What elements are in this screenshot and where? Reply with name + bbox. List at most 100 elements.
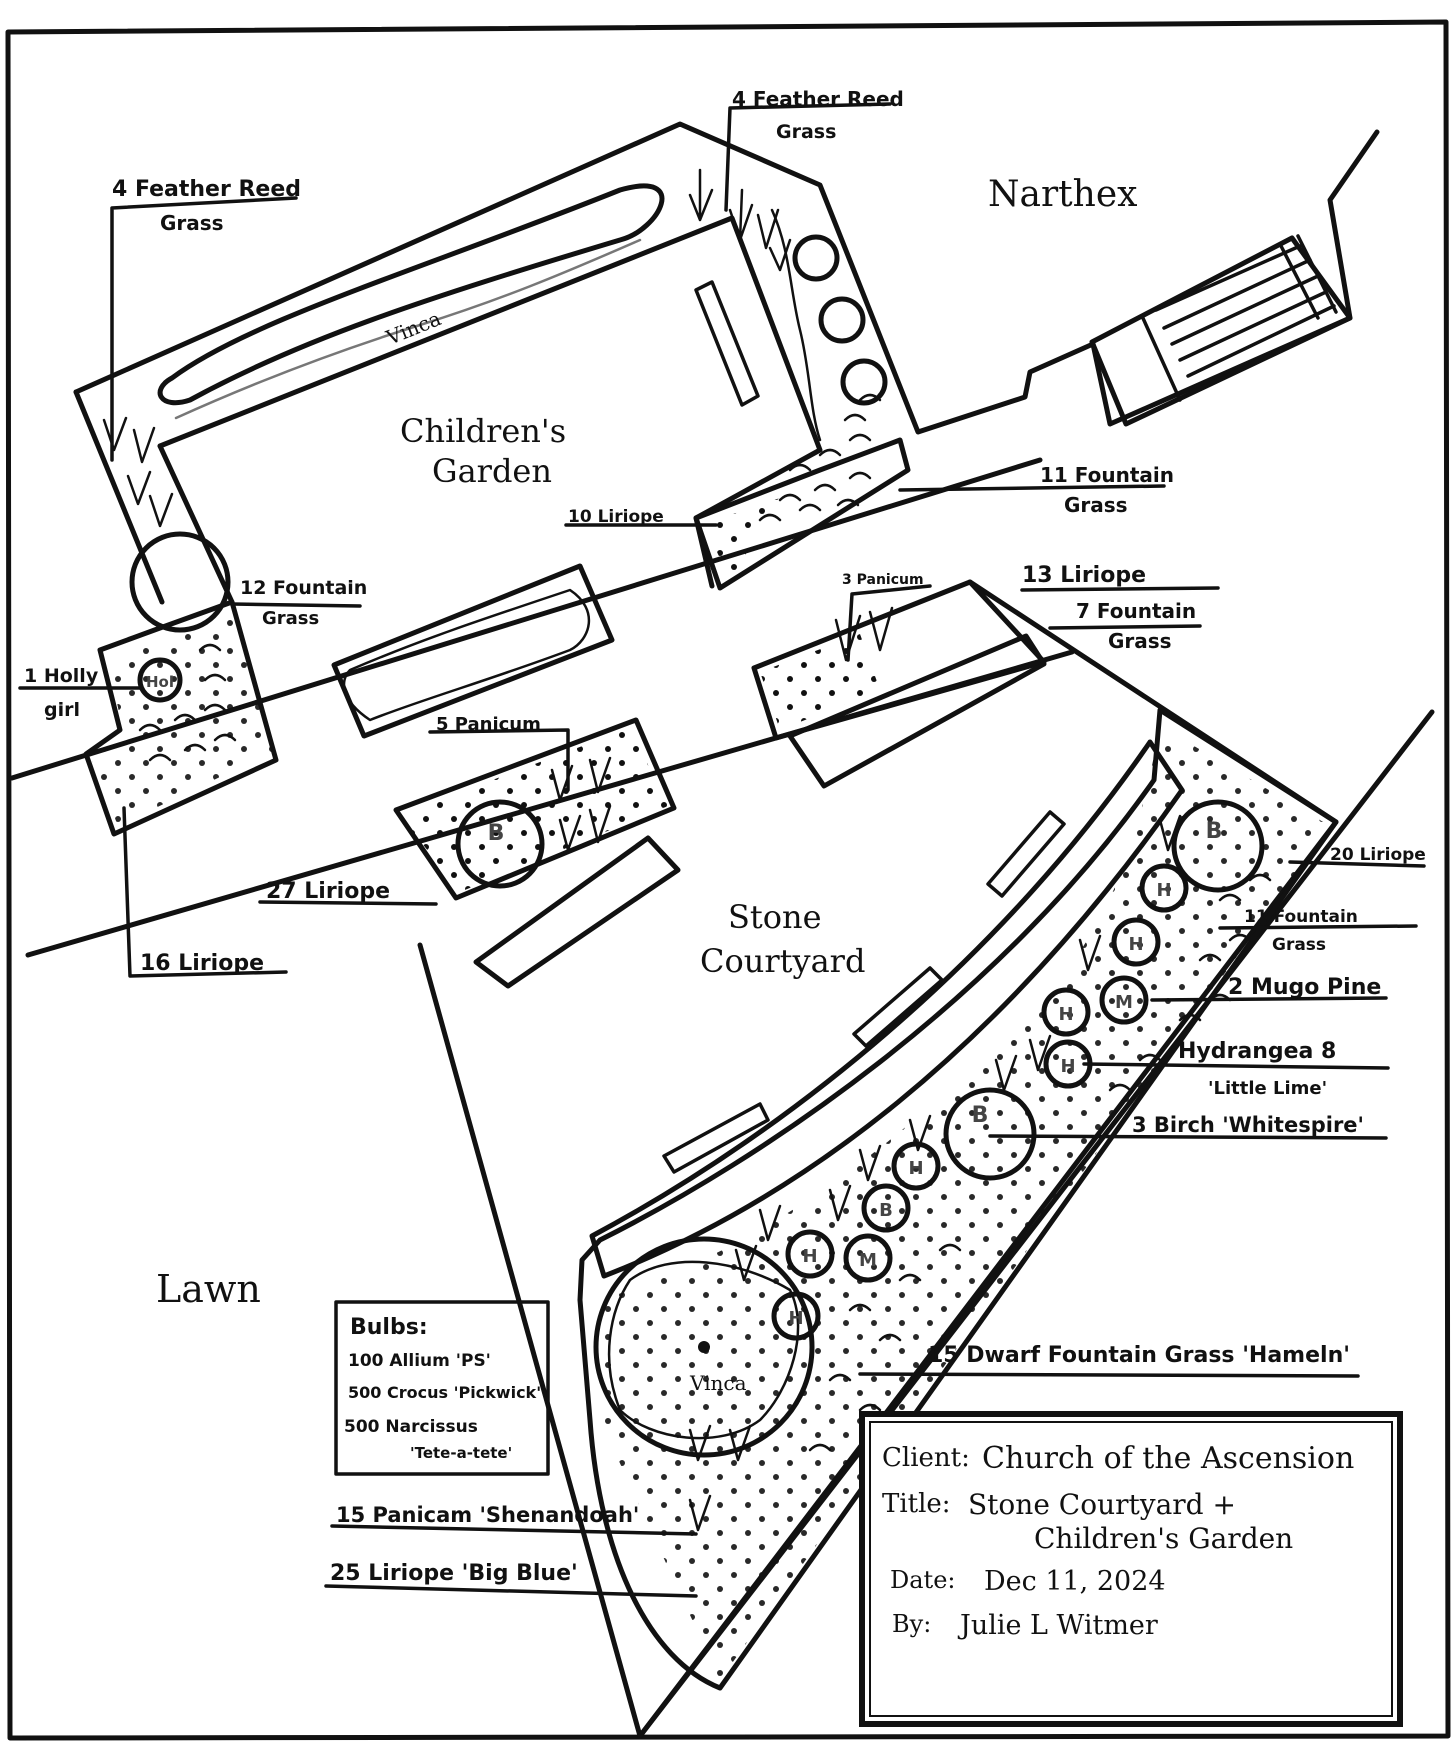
mugo-marker-text: M bbox=[859, 1250, 877, 1271]
title-block-title-value-2: Children's Garden bbox=[1034, 1522, 1293, 1555]
label-panicum-15: 15 Panicam 'Shenandoah' bbox=[336, 1503, 639, 1527]
bench-3-wall bbox=[787, 633, 1047, 789]
label-hydrangea-2: 'Little Lime' bbox=[1208, 1078, 1327, 1099]
long-bed-dots bbox=[600, 726, 1330, 1680]
vinca-squiggle-top bbox=[174, 238, 642, 420]
label-narthex: Narthex bbox=[988, 174, 1137, 215]
walkway-top-edge bbox=[9, 457, 1043, 781]
title-block-inner bbox=[869, 1421, 1393, 1717]
title-block-by-value: Julie L Witmer bbox=[957, 1610, 1158, 1641]
label-holly: 1 Holly bbox=[24, 665, 99, 687]
bed-panicum-5 bbox=[393, 717, 677, 901]
mugo-marker-text: M bbox=[1115, 992, 1133, 1013]
hydrangea-marker bbox=[1139, 863, 1189, 913]
birch-small-marker bbox=[861, 1183, 911, 1233]
stepping-stone-3 bbox=[840, 358, 888, 406]
hydrangea-marker-text: H bbox=[1128, 934, 1143, 955]
hydrangea-marker-text: H bbox=[908, 1158, 923, 1179]
label-feather-reed-left-2: Grass bbox=[160, 211, 224, 235]
childrens-bench bbox=[694, 280, 760, 407]
fountain-grass-arcs-top bbox=[758, 393, 882, 522]
label-feather-reed-top: 4 Feather Reed bbox=[732, 87, 904, 111]
label-fountain-11-right-2: Grass bbox=[1272, 935, 1326, 955]
vinca-circle-squiggle bbox=[607, 1260, 800, 1440]
hydrangea-marker-text: H bbox=[1058, 1004, 1073, 1025]
title-block-client-label: Client: bbox=[882, 1443, 970, 1473]
title-block-title-label: Title: bbox=[882, 1489, 951, 1519]
holly-marker-text: Hol bbox=[146, 673, 174, 691]
title-block-date-label: Date: bbox=[890, 1566, 955, 1594]
bulbs-line-2: 500 Crocus 'Pickwick' bbox=[348, 1383, 541, 1402]
hydrangea-marker bbox=[785, 1229, 835, 1279]
holly-marker bbox=[137, 657, 183, 703]
mugo-marker bbox=[843, 1233, 893, 1283]
courtyard-bench-3 bbox=[662, 1102, 770, 1174]
bed-panicum-3-dots bbox=[760, 634, 880, 730]
label-liriope-20: 20 Liriope bbox=[1330, 845, 1426, 865]
label-feather-reed-top-2: Grass bbox=[776, 121, 836, 143]
courtyard-left-edge bbox=[417, 942, 643, 1739]
long-stone-wall bbox=[589, 739, 1185, 1279]
feather-reed-marks-left bbox=[102, 416, 174, 528]
bulbs-title: Bulbs: bbox=[350, 1315, 428, 1340]
label-fountain-11-right: 11 Fountain bbox=[1244, 907, 1358, 927]
label-fountain-7: 7 Fountain bbox=[1076, 599, 1196, 623]
childrens-garden-left-inner bbox=[157, 443, 235, 605]
hydrangea-marker-text: H bbox=[1060, 1056, 1075, 1077]
title-block-title-value-1: Stone Courtyard + bbox=[968, 1488, 1236, 1521]
label-hydrangea: Hydrangea 8 bbox=[1178, 1039, 1336, 1064]
front-bed-left bbox=[83, 599, 279, 837]
label-mugo-pine: 2 Mugo Pine bbox=[1228, 975, 1381, 1000]
stepping-stone-2 bbox=[818, 296, 866, 344]
liriope-squiggle-path bbox=[770, 208, 822, 442]
label-feather-reed-left: 4 Feather Reed bbox=[112, 177, 301, 202]
label-childrens: Children's bbox=[400, 412, 566, 450]
long-bed-outer bbox=[577, 707, 1339, 1691]
label-liriope-25: 25 Liriope 'Big Blue' bbox=[330, 1561, 578, 1586]
label-fountain-12: 12 Fountain bbox=[240, 577, 367, 599]
label-fountain-11-top: 11 Fountain bbox=[1040, 463, 1174, 487]
narthex-steps bbox=[1089, 235, 1353, 427]
label-fountain-11-top-2: Grass bbox=[1064, 493, 1128, 517]
label-holly-2: girl bbox=[44, 699, 80, 721]
label-stone: Stone bbox=[728, 898, 822, 936]
vinca-circle-label: Vinca bbox=[689, 1371, 747, 1395]
bulbs-line-1: 100 Allium 'PS' bbox=[348, 1351, 491, 1371]
narthex-step-lines bbox=[1140, 234, 1338, 402]
fountain-grass-arcs-left bbox=[138, 643, 237, 762]
bulbs-box bbox=[334, 1300, 550, 1476]
label-liriope-27: 27 Liriope bbox=[266, 879, 390, 904]
bulbs-line-4: 'Tete-a-tete' bbox=[410, 1444, 512, 1462]
vinca-circle bbox=[593, 1236, 815, 1458]
grass-marks-courtyard bbox=[550, 606, 1182, 1532]
plant-markers: H H M H H H B M H H bbox=[771, 863, 1189, 1341]
tree-ring-left bbox=[129, 531, 231, 633]
label-panicum-5: 5 Panicum bbox=[436, 714, 541, 735]
birch-center bbox=[943, 1087, 1037, 1181]
label-liriope-13: 13 Liriope bbox=[1022, 563, 1146, 588]
mugo-marker bbox=[1099, 975, 1149, 1025]
page-border bbox=[5, 19, 1451, 1741]
bed-panicum-5-dots bbox=[400, 728, 668, 892]
childrens-garden-outer bbox=[73, 121, 1380, 435]
birch-right-top-marker: B bbox=[1206, 819, 1223, 844]
hydrangea-marker-text: H bbox=[788, 1308, 803, 1329]
front-bed-left-dots bbox=[92, 612, 272, 826]
stepping-stone-1 bbox=[792, 234, 840, 282]
title-block-date-value: Dec 11, 2024 bbox=[984, 1566, 1166, 1597]
walkway-vinca-bed bbox=[331, 563, 615, 739]
courtyard-bench-1 bbox=[986, 810, 1066, 898]
birch-left-marker: B bbox=[488, 821, 505, 846]
label-fountain-12-2: Grass bbox=[262, 608, 319, 629]
bulbs-line-3: 500 Narcissus bbox=[344, 1417, 478, 1437]
label-garden: Garden bbox=[432, 452, 552, 490]
label-liriope-16: 16 Liriope bbox=[140, 951, 264, 976]
feather-reed-marks-top bbox=[688, 168, 792, 272]
label-courtyard: Courtyard bbox=[700, 942, 865, 980]
hydrangea-marker-text: H bbox=[1156, 880, 1171, 901]
birch-left bbox=[455, 799, 545, 889]
courtyard-bench-2 bbox=[852, 966, 944, 1048]
walkway-vinca-squiggle bbox=[342, 588, 590, 722]
title-block-client-value: Church of the Ascension bbox=[982, 1441, 1354, 1476]
